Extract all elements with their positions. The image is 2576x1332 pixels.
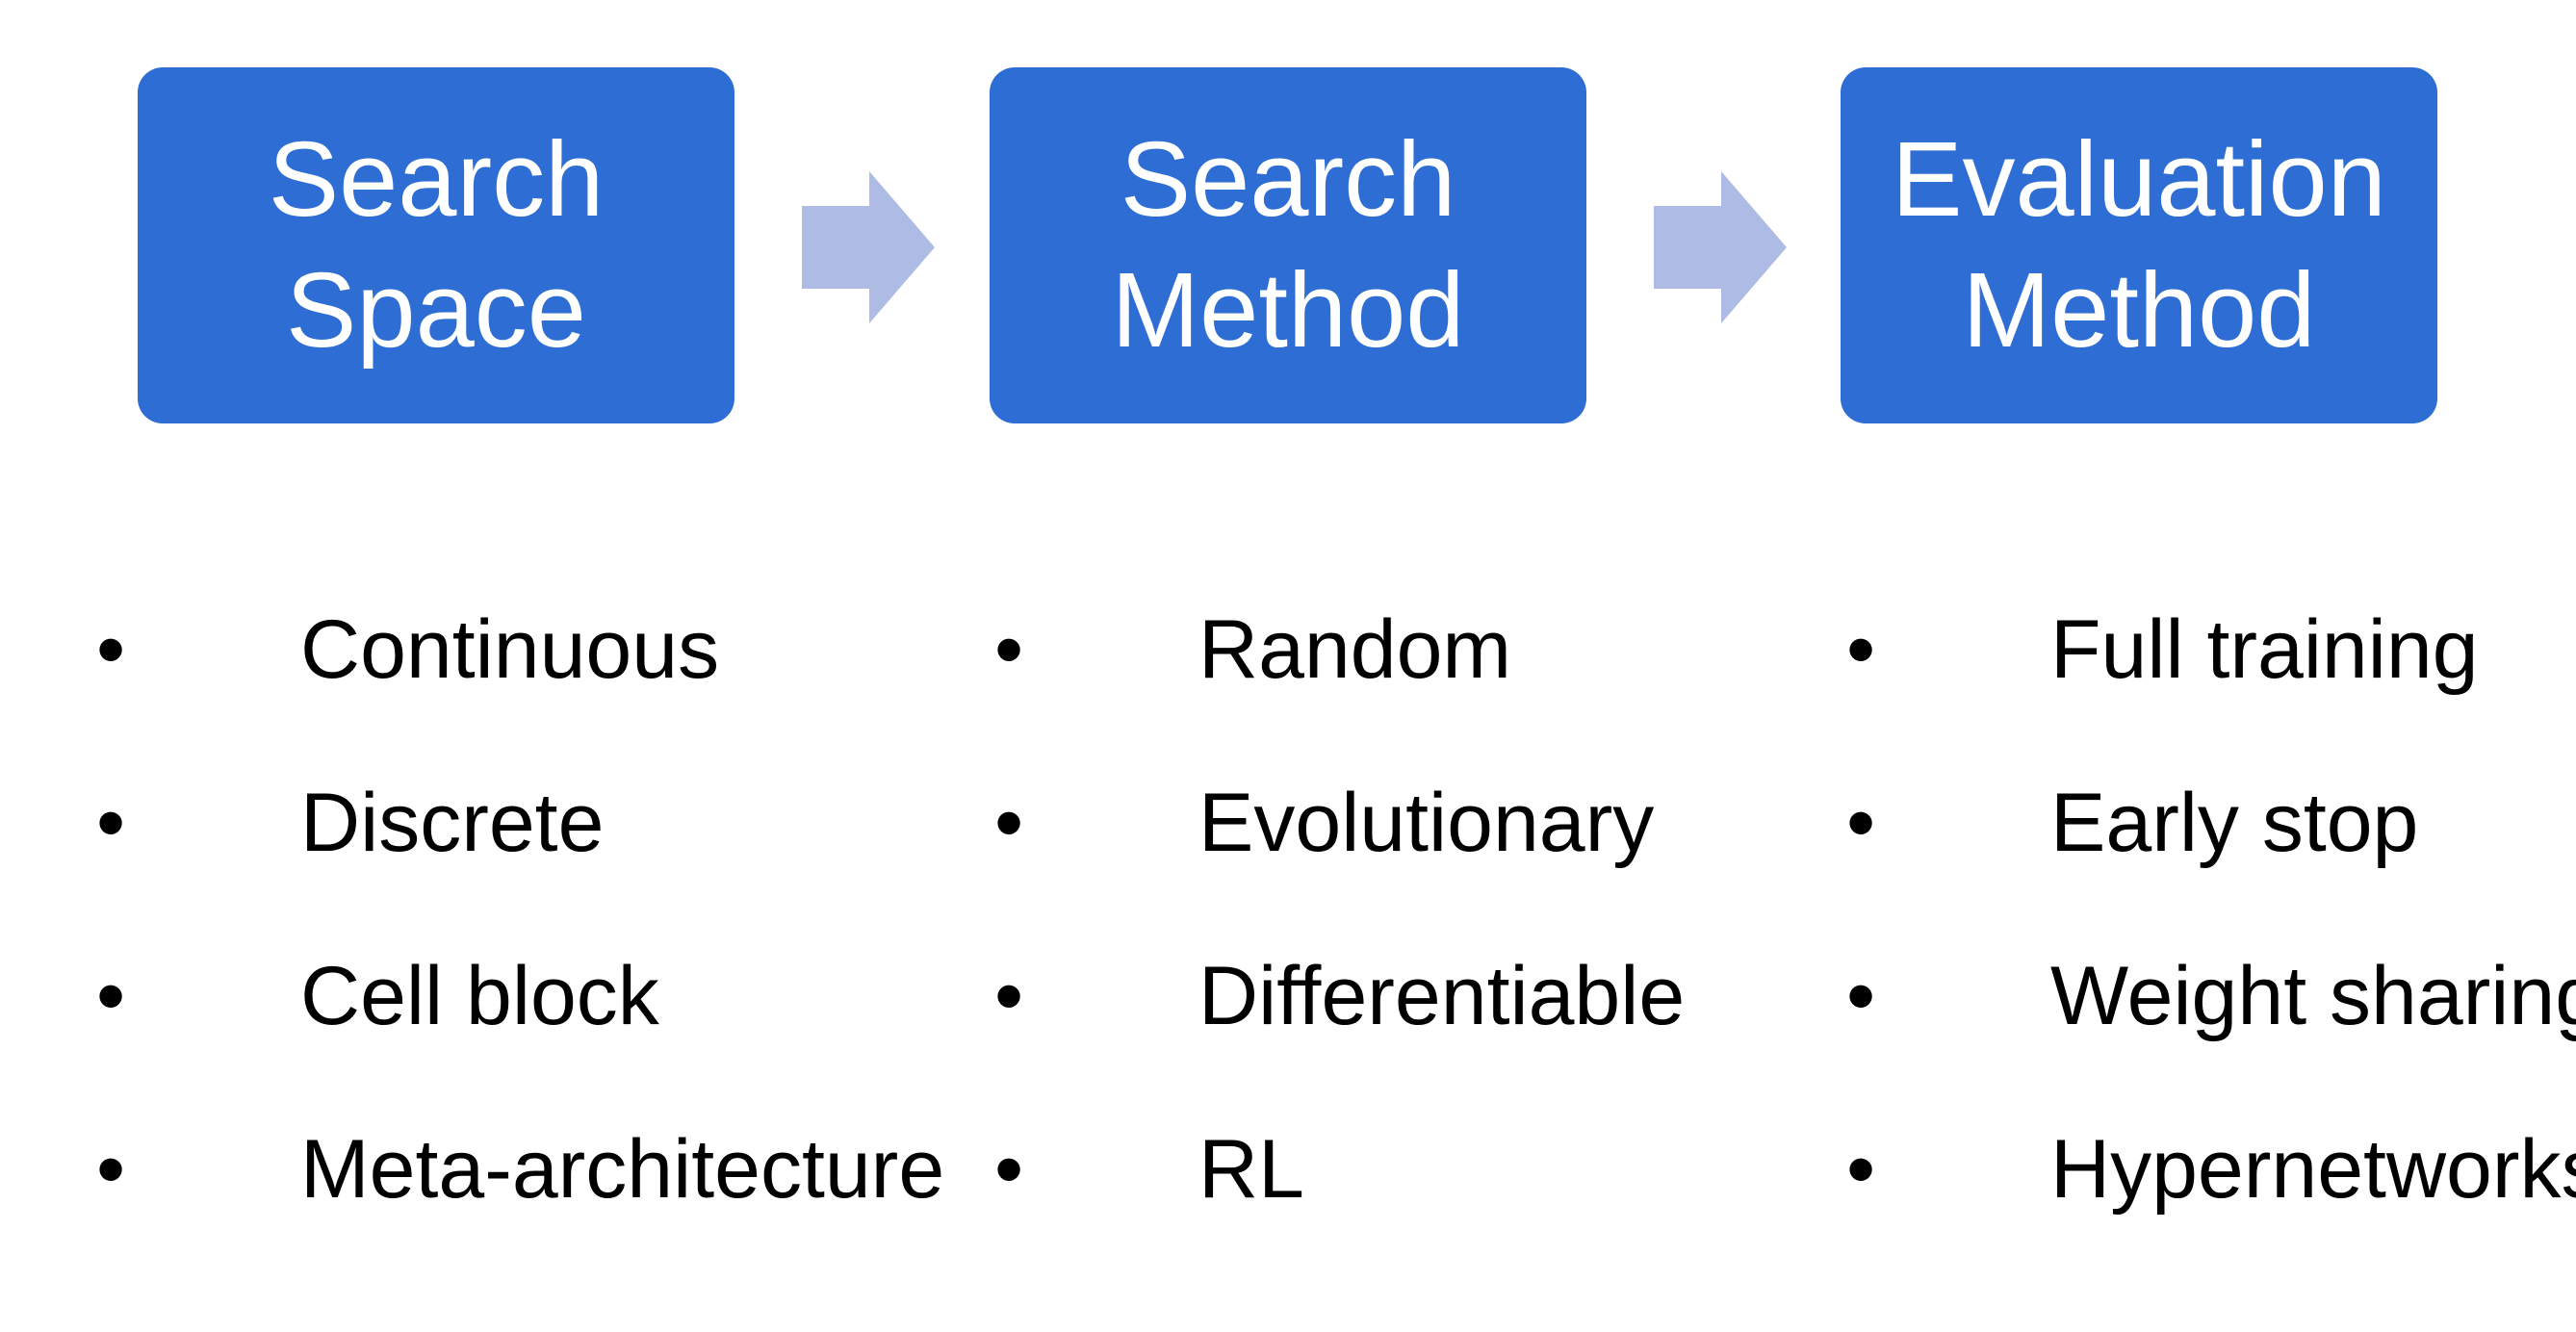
bullet-icon: • (96, 602, 126, 696)
list-item: • Early stop (1846, 736, 2576, 909)
list-item: • Hypernetworks (1846, 1083, 2576, 1256)
bullet-icon: • (1846, 1122, 1876, 1216)
evaluation-method-list: • Full training • Early stop • Weight sh… (1846, 563, 2576, 1256)
bullet-icon: • (1846, 602, 1876, 696)
bullet-icon: • (994, 776, 1024, 869)
list-item-label: Weight sharing (2050, 949, 2576, 1042)
bullet-icon: • (994, 949, 1024, 1042)
list-item: • Evolutionary (994, 736, 1685, 909)
search-space-title: Search Space (268, 120, 605, 370)
search-method-title: Search Method (1111, 120, 1465, 370)
bullet-icon: • (96, 776, 126, 869)
list-item-label: Random (1198, 602, 1512, 696)
list-item-label: Cell block (300, 949, 659, 1042)
list-item: • Weight sharing (1846, 909, 2576, 1083)
bullet-icon: • (994, 1122, 1024, 1216)
list-item-label: Continuous (300, 602, 720, 696)
search-method-list: • Random • Evolutionary • Differentiable… (994, 563, 1685, 1256)
list-item-label: Discrete (300, 776, 605, 869)
list-item-label: Hypernetworks (2050, 1122, 2576, 1216)
evaluation-method-box: Evaluation Method (1841, 67, 2437, 423)
bullet-icon: • (96, 949, 126, 1042)
search-space-box: Search Space (138, 67, 734, 423)
list-item: • Discrete (96, 736, 944, 909)
list-item: • Random (994, 563, 1685, 736)
list-item: • Differentiable (994, 909, 1685, 1083)
list-item: • Full training (1846, 563, 2576, 736)
list-item: • RL (994, 1083, 1685, 1256)
list-item: • Cell block (96, 909, 944, 1083)
evaluation-method-title: Evaluation Method (1892, 120, 2386, 370)
arrow-right-icon (802, 171, 935, 323)
bullet-icon: • (96, 1122, 126, 1216)
search-method-box: Search Method (990, 67, 1586, 423)
search-space-list: • Continuous • Discrete • Cell block • M… (96, 563, 944, 1256)
bullet-icon: • (1846, 776, 1876, 869)
bullet-icon: • (1846, 949, 1876, 1042)
list-item-label: Early stop (2050, 776, 2419, 869)
list-item-label: Full training (2050, 602, 2479, 696)
list-item-label: Differentiable (1198, 949, 1686, 1042)
list-item: • Continuous (96, 563, 944, 736)
list-item: • Meta-architecture (96, 1083, 944, 1256)
list-item-label: Meta-architecture (300, 1122, 945, 1216)
arrow-right-icon (1654, 171, 1787, 323)
list-item-label: Evolutionary (1198, 776, 1655, 869)
bullet-icon: • (994, 602, 1024, 696)
list-item-label: RL (1198, 1122, 1304, 1216)
